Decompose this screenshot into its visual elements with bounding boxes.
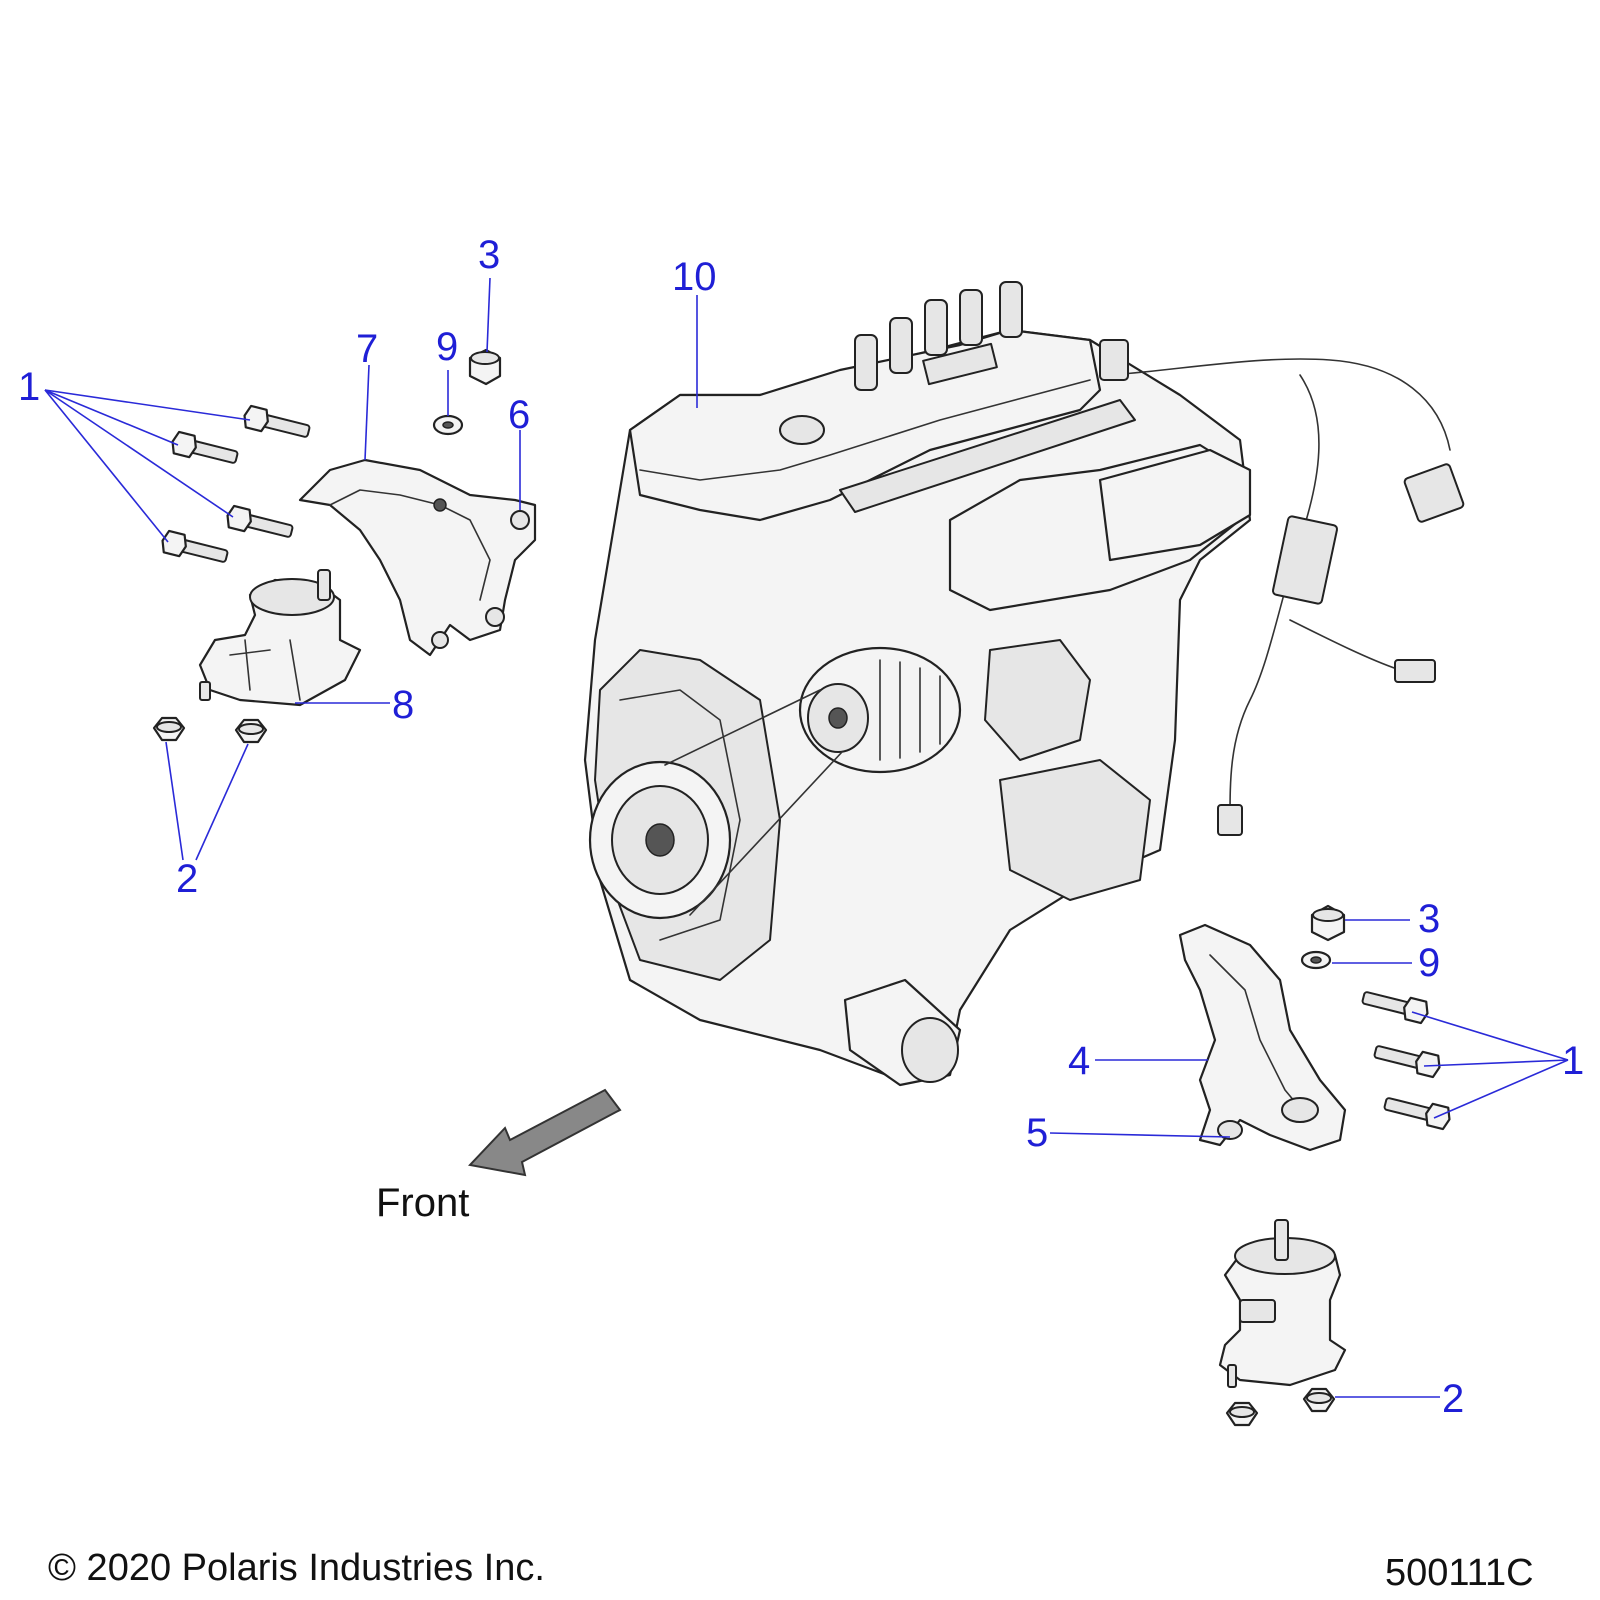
diagram-id: 500111C — [1385, 1552, 1534, 1594]
ignition-coils — [854, 281, 1023, 391]
bolts-left — [161, 404, 311, 563]
callout-1-left: 1 — [18, 365, 40, 409]
callout-7: 7 — [356, 327, 378, 371]
callout-2-right: 2 — [1442, 1377, 1464, 1421]
engine-bracket-right — [1178, 923, 1347, 1152]
bolts-right — [1361, 991, 1451, 1131]
flange-nuts-right — [1225, 1387, 1336, 1427]
engine-mount-right — [1218, 1219, 1347, 1388]
front-direction-arrow: Front — [376, 1088, 622, 1225]
washer-right — [1300, 950, 1332, 970]
callout-8: 8 — [392, 683, 414, 727]
engine-bracket-left — [298, 458, 537, 657]
callout-2-left: 2 — [176, 857, 198, 901]
oil-filter — [843, 978, 962, 1087]
callout-numbers: 1 2 3 9 7 6 8 10 3 9 1 4 5 2 — [18, 233, 1584, 1421]
washer-top — [432, 414, 464, 436]
callout-5: 5 — [1026, 1111, 1048, 1155]
flange-nuts-left — [152, 716, 268, 744]
engine-assembly — [583, 281, 1465, 1087]
nut-top — [468, 348, 502, 386]
callout-1-right: 1 — [1562, 1039, 1584, 1083]
engine-mount-left — [198, 569, 362, 707]
callout-4: 4 — [1068, 1039, 1090, 1083]
callout-3-top: 3 — [478, 233, 500, 277]
wiring-harness — [1099, 339, 1465, 836]
front-arrow-icon — [468, 1088, 622, 1177]
nut-right — [1310, 904, 1346, 942]
callout-6: 6 — [508, 393, 530, 437]
leader-lines — [44, 277, 1569, 1398]
callout-3-right: 3 — [1418, 897, 1440, 941]
callout-9-top: 9 — [436, 325, 458, 369]
copyright-text: © 2020 Polaris Industries Inc. — [48, 1547, 545, 1589]
alternator — [798, 646, 962, 774]
front-label: Front — [376, 1181, 469, 1225]
crank-pulley — [588, 760, 732, 920]
callout-10: 10 — [672, 255, 717, 299]
callout-9-right: 9 — [1418, 941, 1440, 985]
